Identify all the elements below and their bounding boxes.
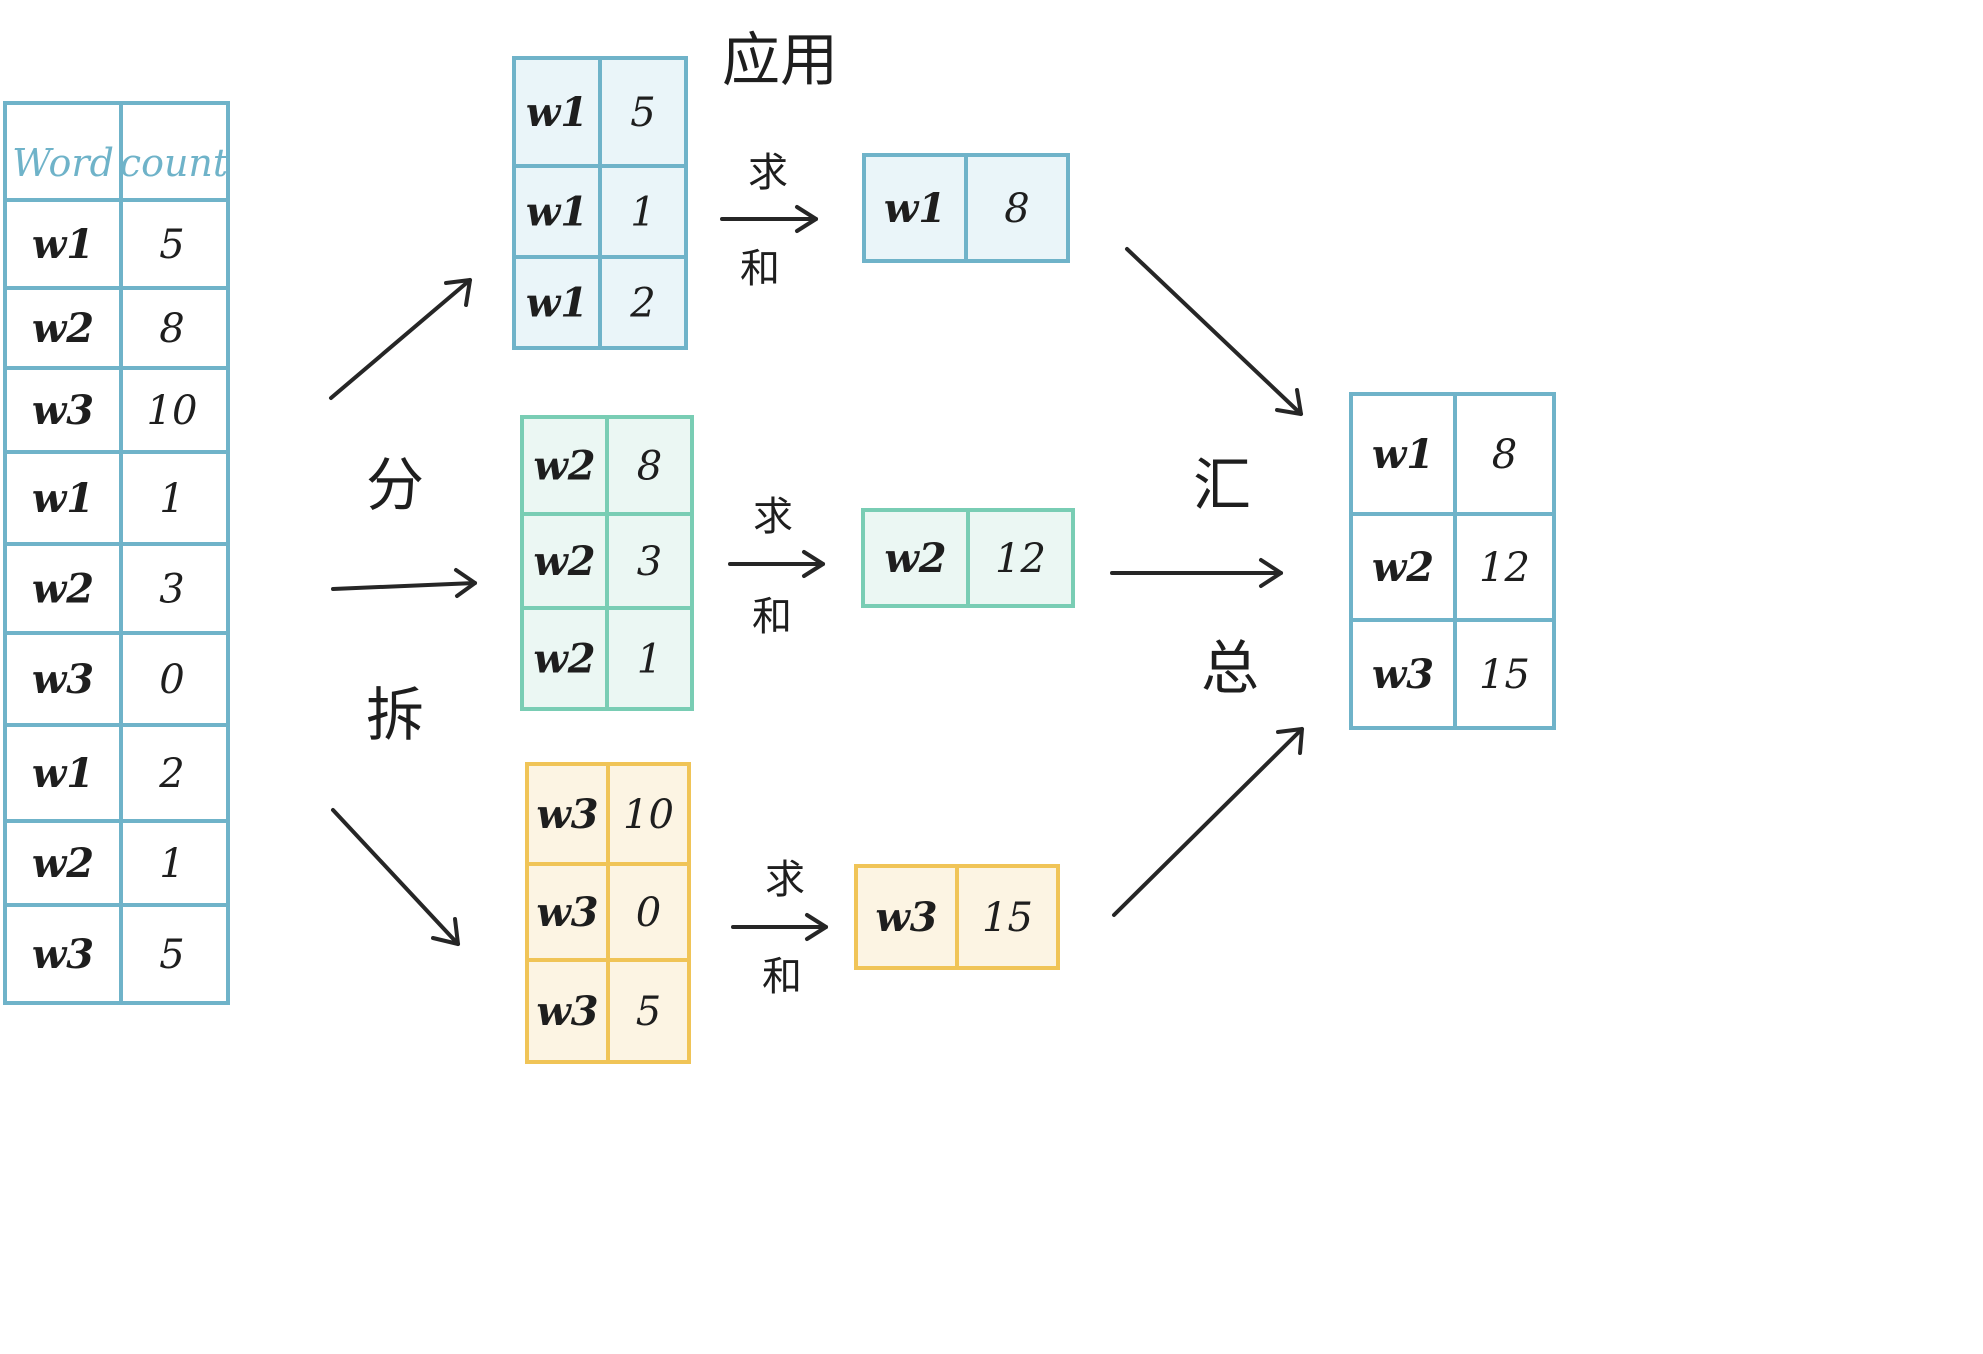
- result-table-frame: [1349, 392, 1556, 730]
- result-word-cell: w2: [1372, 544, 1434, 591]
- source-count-cell: 1: [159, 841, 184, 887]
- source-word-cell: w2: [32, 840, 94, 887]
- group-word-cell: w3: [536, 791, 598, 838]
- group-word-cell: w3: [536, 889, 598, 936]
- result-table: w1 8 w2 12 w3 15: [1349, 392, 1556, 730]
- split-arrow-up-head: [444, 278, 472, 307]
- split-arrow-up: [329, 278, 472, 400]
- sum-label-w3-top: 求: [765, 857, 805, 903]
- source-word-cell: w2: [32, 305, 94, 352]
- source-header-count: count: [120, 141, 229, 185]
- group-table-w3: w3 10 w3 0 w3 5 w3 15: [525, 762, 1060, 1064]
- group-word-cell: w2: [533, 538, 595, 585]
- group-word-cell: w3: [536, 988, 598, 1035]
- result-value-cell: 15: [1479, 652, 1530, 698]
- apply-label: 应用: [722, 26, 838, 94]
- result-word-cell: w1: [1372, 431, 1434, 478]
- combine-arrow-middle-head: [1259, 558, 1283, 588]
- sum-arrows: [720, 205, 828, 941]
- sum-word-cell: w3: [875, 894, 937, 941]
- split-arrows: [329, 278, 477, 946]
- sum-label-w1-top: 求: [748, 150, 788, 196]
- source-word-cell: w2: [32, 566, 94, 613]
- sum-label-w3-bottom: 和: [762, 954, 802, 1000]
- result-value-cell: 8: [1492, 432, 1517, 478]
- sum-value-cell: 15: [982, 895, 1033, 941]
- source-count-cell: 1: [159, 476, 184, 522]
- source-word-cell: w1: [32, 221, 94, 268]
- sum-value-cell: 8: [1004, 186, 1029, 232]
- group-count-cell: 3: [637, 539, 662, 585]
- sum-word-cell: w2: [884, 535, 946, 582]
- result-word-cell: w3: [1372, 651, 1434, 698]
- group-count-cell: 2: [629, 281, 655, 327]
- source-table: Word count w1 5 w2 8 w3 10 w1 1 w2 3 w3 0 w1 2 w2 1 w3 5: [3, 101, 230, 1005]
- split-arrow-middle: [331, 581, 477, 591]
- source-count-cell: 5: [159, 932, 184, 978]
- combine-arrows: [1110, 247, 1304, 917]
- source-word-cell: w1: [32, 475, 94, 522]
- source-word-cell: w3: [32, 931, 94, 978]
- group-count-cell: 10: [623, 792, 674, 838]
- sum-label-w2-bottom: 和: [752, 594, 792, 640]
- source-table-frame: [3, 101, 230, 1005]
- group-word-cell: w2: [533, 443, 595, 490]
- group-count-cell: 0: [636, 890, 661, 936]
- combine-arrow-top: [1125, 247, 1303, 416]
- sum-label-w2-top: 求: [753, 494, 793, 540]
- source-word-cell: w3: [32, 387, 94, 434]
- sum-arrow-w3-head: [805, 913, 828, 941]
- source-word-cell: w3: [32, 656, 94, 703]
- source-count-cell: 5: [159, 222, 184, 268]
- source-count-cell: 0: [159, 657, 184, 703]
- sum-word-cell: w1: [884, 185, 946, 232]
- combine-label-char-2: 总: [1201, 634, 1259, 702]
- group-count-cell: 5: [636, 989, 661, 1035]
- source-table-rows: w1 5 w2 8 w3 10 w1 1 w2 3 w3 0 w1 2 w2 1 w3 5: [5, 198, 228, 978]
- combine-arrow-top-head: [1275, 388, 1303, 416]
- group-word-cell: w1: [526, 189, 588, 236]
- group-word-cell: w2: [533, 636, 595, 683]
- combine-label-char-1: 汇: [1193, 451, 1251, 519]
- source-header-word: Word: [12, 141, 114, 185]
- combine-arrow-bottom-head: [1276, 727, 1304, 755]
- sum-value-cell: 12: [995, 536, 1046, 582]
- group-word-cell: w1: [526, 280, 588, 327]
- group-count-cell: 5: [630, 90, 655, 136]
- source-count-cell: 8: [159, 306, 184, 352]
- group-table-w1: w1 5 w1 1 w1 2 w1 8: [512, 56, 1070, 350]
- group-count-cell: 8: [637, 444, 662, 490]
- source-count-cell: 3: [159, 567, 184, 613]
- split-label-char-1: 分: [366, 451, 424, 519]
- split-arrow-middle-head: [454, 568, 477, 598]
- source-count-cell: 2: [158, 751, 184, 797]
- split-label-char-2: 拆: [366, 681, 424, 749]
- source-word-cell: w1: [32, 750, 94, 797]
- sum-label-w1-bottom: 和: [740, 246, 780, 292]
- group-word-cell: w1: [526, 89, 588, 136]
- result-value-cell: 12: [1479, 545, 1530, 591]
- sum-arrow-w1-head: [795, 205, 818, 233]
- sum-arrow-w2-head: [802, 550, 825, 578]
- source-count-cell: 10: [147, 388, 198, 434]
- split-arrow-down-head: [431, 917, 460, 946]
- group-count-cell: 1: [630, 190, 655, 236]
- group-table-w2: w2 8 w2 3 w2 1 w2 12: [520, 415, 1075, 711]
- group-count-cell: 1: [637, 637, 662, 683]
- combine-arrow-bottom: [1112, 727, 1304, 917]
- split-arrow-down: [331, 808, 460, 946]
